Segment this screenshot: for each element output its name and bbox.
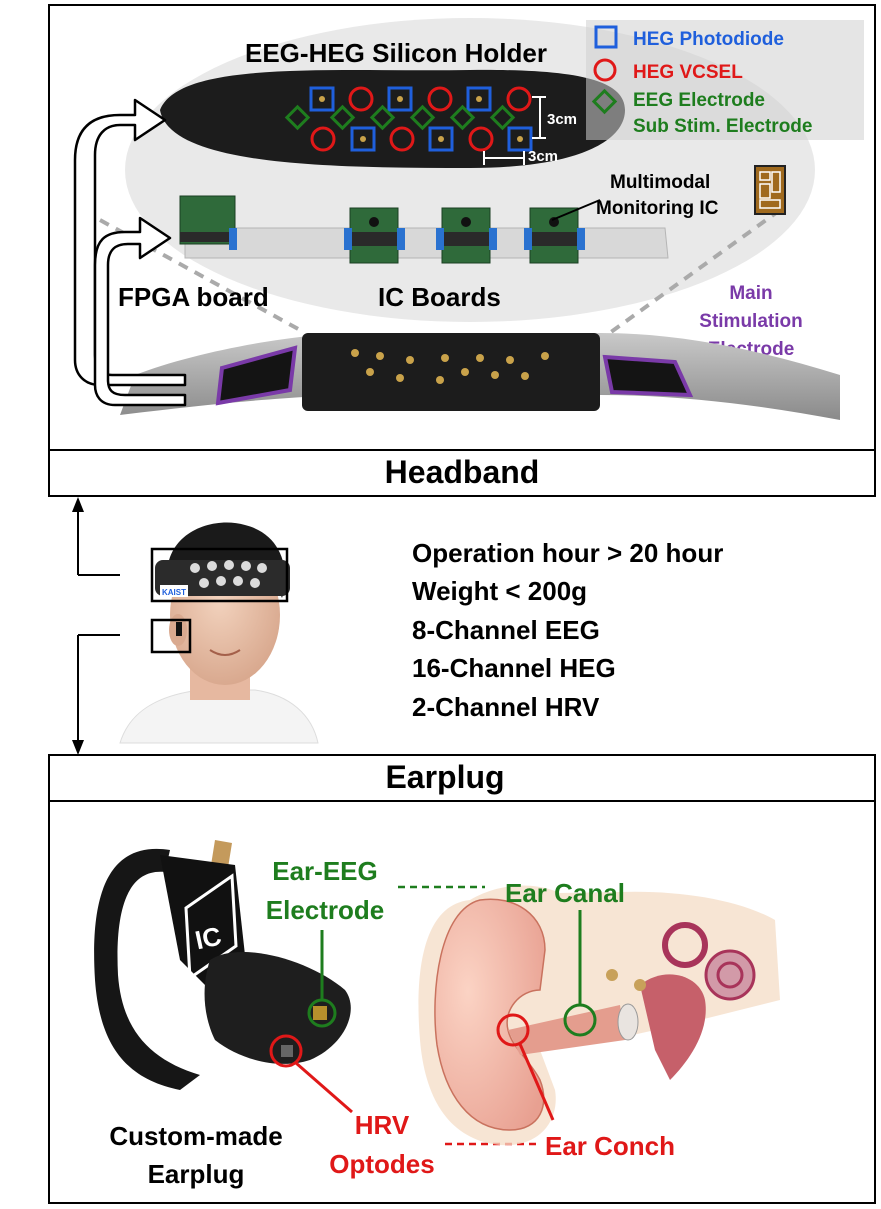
vcsel-marker xyxy=(468,126,494,152)
spec-item: 8-Channel EEG xyxy=(412,615,600,645)
ic-boards-label: IC Boards xyxy=(378,282,501,312)
dim-vertical: 3cm xyxy=(547,111,577,128)
holder-sensors xyxy=(284,86,533,152)
flow-arrows xyxy=(73,98,187,407)
photodiode-marker xyxy=(466,86,492,112)
eeg-electrode-marker xyxy=(449,104,476,131)
ic-tag-outline xyxy=(184,873,238,981)
sensor-legend: HEG Photodiode HEG VCSEL EEG Electrode S… xyxy=(586,20,864,140)
photodiode-marker xyxy=(507,126,533,152)
legend-photodiode-icon xyxy=(594,25,618,49)
stim-electrode-left xyxy=(215,345,298,406)
headband-logo: KAIST xyxy=(162,588,186,597)
vcsel-marker xyxy=(427,86,453,112)
ic-label-line1: Multimodal xyxy=(610,172,710,193)
zoom-line-right xyxy=(598,208,782,342)
main-stim-line2: Stimulation xyxy=(699,311,802,332)
earplug-callout-box xyxy=(150,618,192,654)
spec-item: 2-Channel HRV xyxy=(412,692,600,722)
vcsel-marker xyxy=(348,86,374,112)
earplug-title: Earplug xyxy=(385,759,504,795)
earplug-label-line1: Custom-made xyxy=(109,1121,282,1151)
ear-eeg-line1: Ear-EEG xyxy=(272,856,378,886)
fpga-label: FPGA board xyxy=(118,282,269,312)
headband-callout-box xyxy=(150,547,289,603)
legend-vcsel: HEG VCSEL xyxy=(633,62,743,83)
hrv-line2: Optodes xyxy=(329,1149,434,1179)
ear-canal-label: Ear Canal xyxy=(505,878,625,908)
ribbon-cable-assembly xyxy=(179,195,669,264)
photodiode-marker xyxy=(309,86,335,112)
spec-item: Weight < 200g xyxy=(412,576,587,606)
spec-item: Operation hour > 20 hour xyxy=(412,538,723,568)
holder-title: EEG-HEG Silicon Holder xyxy=(245,38,547,68)
legend-sub-stim: Sub Stim. Electrode xyxy=(633,116,812,137)
earplug-panel: Earplug IC Ear-EEG Electrode HRV Optodes… xyxy=(48,754,876,1204)
legend-eeg-icon xyxy=(591,88,618,115)
vcsel-marker xyxy=(506,86,532,112)
person-photo: KAIST xyxy=(119,508,319,744)
eeg-electrode-marker xyxy=(369,104,396,131)
ear-eeg-line2: Electrode xyxy=(266,895,385,925)
main-stim-line1: Main xyxy=(729,283,772,304)
hrv-marker xyxy=(269,1034,303,1068)
vcsel-marker xyxy=(389,126,415,152)
ear-conch-label: Ear Conch xyxy=(545,1131,675,1161)
earplug-label-line2: Earplug xyxy=(148,1159,245,1189)
stim-electrode-right xyxy=(602,354,694,398)
legend-vcsel-icon xyxy=(593,58,617,82)
eeg-electrode-marker xyxy=(284,104,311,131)
ic-pointer-line xyxy=(551,199,601,221)
photodiode-marker xyxy=(428,126,454,152)
headband-panel: Headband EEG-HEG Silicon Holder xyxy=(48,4,876,497)
headband-device xyxy=(120,333,840,420)
headband-title: Headband xyxy=(385,454,540,490)
ear-conch-marker xyxy=(496,1013,530,1047)
photodiode-marker xyxy=(387,86,413,112)
eeg-electrode-marker xyxy=(409,104,436,131)
dimension-marks xyxy=(483,96,546,165)
ear-anatomy xyxy=(418,885,780,1146)
portrait-section: KAIST Operation hour > 20 hour Weight < … xyxy=(72,497,723,755)
ic-tag: IC xyxy=(192,921,224,956)
spec-list: Operation hour > 20 hour Weight < 200g 8… xyxy=(412,538,723,722)
ic-chip-icon xyxy=(754,165,786,215)
photodiode-marker xyxy=(350,126,376,152)
legend-photodiode: HEG Photodiode xyxy=(633,29,784,50)
spec-item: 16-Channel HEG xyxy=(412,653,616,683)
eeg-electrode-marker xyxy=(329,104,356,131)
dim-horizontal: 3cm xyxy=(528,148,558,165)
eeg-electrode-marker xyxy=(489,104,516,131)
hrv-line1: HRV xyxy=(355,1110,410,1140)
earplug-device: IC xyxy=(94,840,351,1090)
ic-label-line2: Monitoring IC xyxy=(596,198,719,219)
legend-eeg-electrode: EEG Electrode xyxy=(633,90,765,111)
vcsel-marker xyxy=(310,126,336,152)
